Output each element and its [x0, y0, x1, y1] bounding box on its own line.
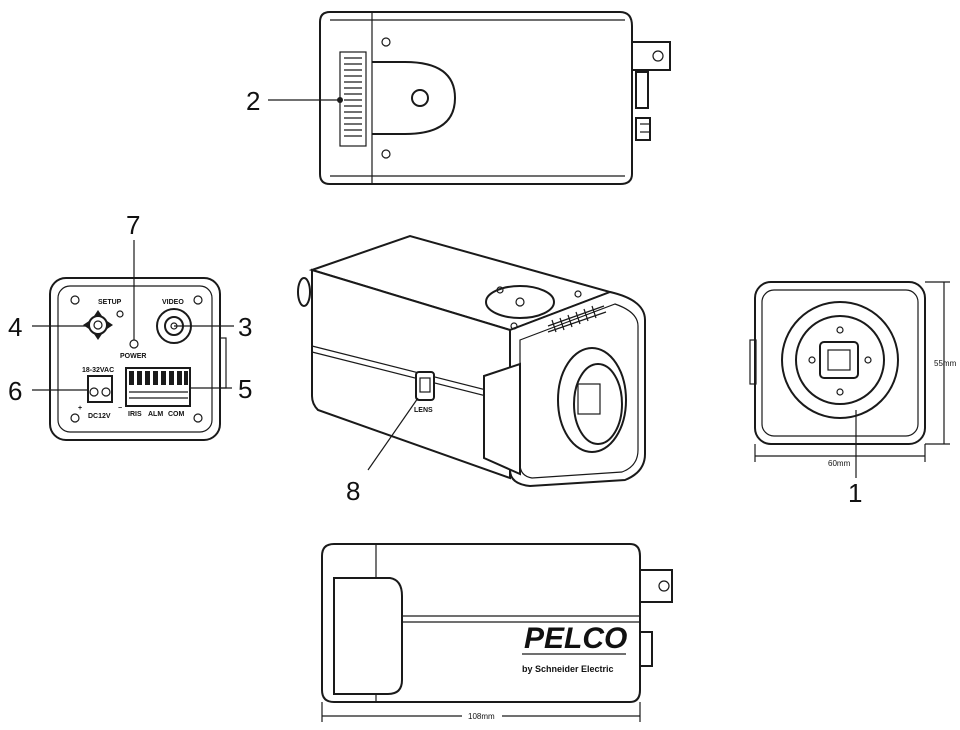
callout-5: 5 [238, 374, 252, 404]
callout-1: 1 [848, 478, 862, 508]
brand-tagline: by Schneider Electric [522, 664, 614, 674]
minus-label: − [118, 405, 122, 412]
callout-8: 8 [346, 476, 360, 506]
callout-4: 4 [8, 312, 22, 342]
dim-length: 108mm [468, 712, 495, 721]
rear-panel-view: SETUP VIDEO POWER 18-32VAC + − DC12V [8, 210, 252, 441]
side-view: PELCO by Schneider Electric 108mm [321, 543, 673, 722]
pelco-logo: PELCO [524, 622, 627, 655]
power-label: POWER [120, 353, 146, 360]
callout-2: 2 [246, 86, 260, 116]
video-label: VIDEO [162, 299, 184, 306]
plus-label: + [78, 405, 82, 412]
dip-label-com: COM [168, 411, 185, 418]
front-view: 55mm 60mm 1 [749, 281, 957, 508]
callout-6: 6 [8, 376, 22, 406]
dim-height: 55mm [934, 359, 957, 368]
callout-3: 3 [238, 312, 252, 342]
top-view: 2 [246, 11, 671, 185]
dim-width: 60mm [828, 459, 851, 468]
perspective-view: LENS 8 [297, 234, 646, 506]
dip-label-iris: IRIS [128, 411, 142, 418]
dip-label-alm: ALM [148, 411, 163, 418]
dc-label: DC12V [88, 413, 111, 420]
ac-label: 18-32VAC [82, 367, 114, 374]
setup-label: SETUP [98, 299, 122, 306]
callout-7: 7 [126, 210, 140, 240]
lens-label: LENS [414, 407, 433, 414]
